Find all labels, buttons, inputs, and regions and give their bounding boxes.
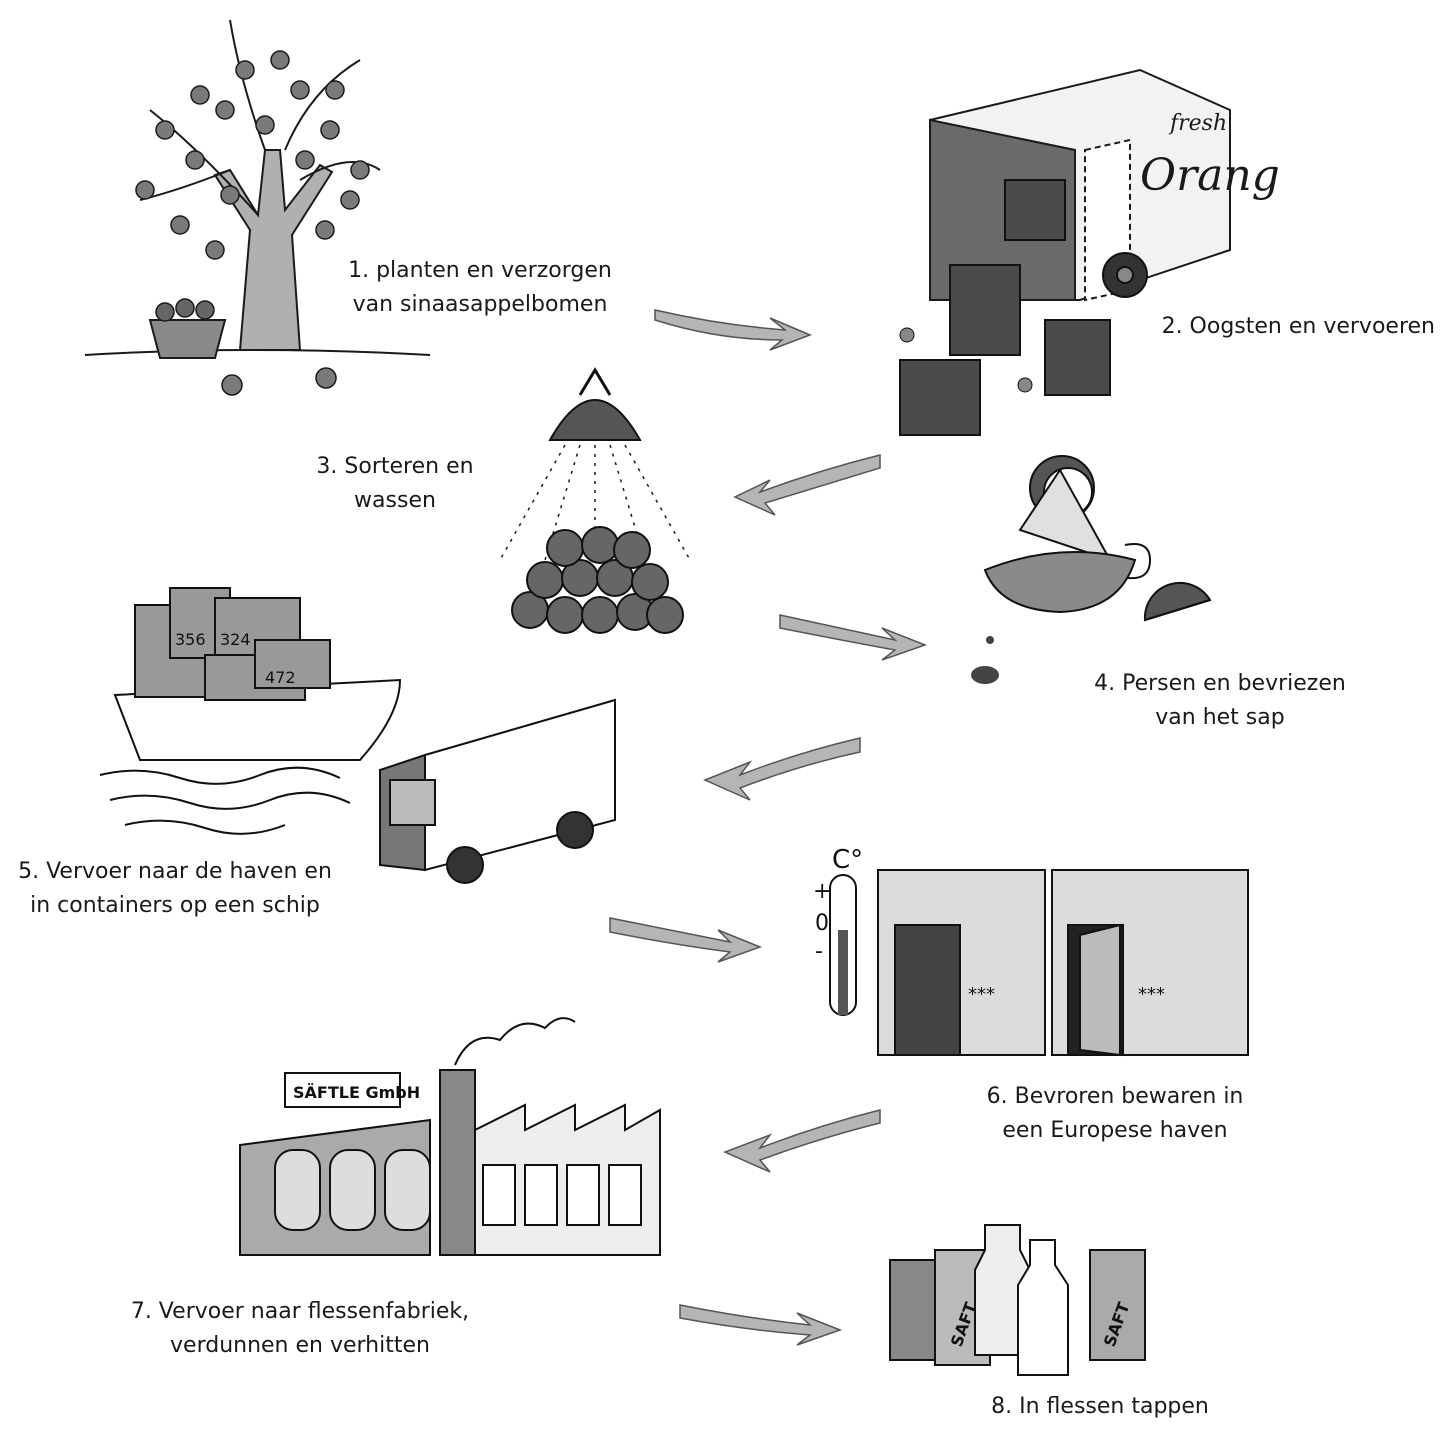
step-1-label: 1. planten en verzorgen van sinaasappelb… bbox=[315, 254, 645, 322]
step-6-label: 6. Bevroren bewaren in een Europese have… bbox=[955, 1080, 1275, 1148]
arrow-4-to-5 bbox=[703, 737, 861, 801]
thermometer-mark-plus: + bbox=[813, 879, 831, 904]
step-1-line-1: 1. planten en verzorgen bbox=[348, 258, 612, 283]
container-number-1: 356 bbox=[175, 630, 206, 649]
step-7-line-1: 7. Vervoer naar flessenfabriek, bbox=[130, 1299, 470, 1324]
step-4-label: 4. Persen en bevriezen van het sap bbox=[1065, 667, 1375, 735]
arrow-3-to-4 bbox=[779, 614, 928, 661]
basket-icon bbox=[148, 298, 227, 359]
step-3-line-1: 3. Sorteren en bbox=[316, 454, 474, 479]
container-number-3: 472 bbox=[265, 668, 296, 687]
step-8-line-1: 8. In flessen tappen bbox=[991, 1394, 1209, 1419]
arrow-1-to-2 bbox=[654, 309, 813, 351]
step-2-label: 2. Oogsten en vervoeren bbox=[1100, 310, 1435, 344]
step-6-line-1: 6. Bevroren bewaren in bbox=[986, 1084, 1244, 1109]
cold-storage-icon: C° + 0 - *** *** bbox=[813, 845, 1249, 1057]
step-5-label: 5. Vervoer naar de haven en in container… bbox=[0, 855, 350, 923]
step-8-label: 8. In flessen tappen bbox=[965, 1390, 1235, 1424]
step-7-label: 7. Vervoer naar flessenfabriek, verdunne… bbox=[100, 1295, 500, 1363]
thermometer-mark-minus: - bbox=[815, 939, 823, 964]
ship-and-truck-icon: 356 324 472 bbox=[99, 587, 616, 884]
harvest-truck-icon: fresh Orang bbox=[899, 68, 1280, 436]
door-mark-1: *** bbox=[968, 984, 995, 1005]
step-5-line-1: 5. Vervoer naar de haven en bbox=[18, 859, 332, 884]
step-6-line-2: een Europese haven bbox=[1002, 1118, 1228, 1143]
step-4-line-1: 4. Persen en bevriezen bbox=[1094, 671, 1346, 696]
factory-sign: SÄFTLE GmbH bbox=[293, 1083, 420, 1102]
door-mark-2: *** bbox=[1138, 984, 1165, 1005]
arrow-7-to-8 bbox=[679, 1304, 843, 1346]
step-3-line-2: wassen bbox=[354, 488, 436, 513]
orange-tree-icon bbox=[84, 19, 431, 396]
washing-icon bbox=[499, 367, 691, 634]
truck-text-main: Orang bbox=[1140, 150, 1280, 201]
step-4-line-2: van het sap bbox=[1155, 705, 1285, 730]
arrow-5-to-6 bbox=[609, 917, 763, 963]
step-3-label: 3. Sorteren en wassen bbox=[290, 450, 500, 518]
arrow-2-to-3 bbox=[733, 454, 881, 516]
bottles-icon: SAFT SAFT bbox=[889, 1224, 1146, 1376]
step-7-line-2: verdunnen en verhitten bbox=[170, 1333, 430, 1358]
factory-icon: SÄFTLE GmbH bbox=[239, 1017, 661, 1256]
flow-arrows bbox=[609, 309, 928, 1346]
thermometer-mark-zero: 0 bbox=[815, 911, 829, 936]
arrow-6-to-7 bbox=[723, 1109, 881, 1173]
juice-press-icon bbox=[971, 455, 1212, 684]
step-5-line-2: in containers op een schip bbox=[30, 893, 320, 918]
container-number-2: 324 bbox=[220, 630, 251, 649]
step-2-line-1: 2. Oogsten en vervoeren bbox=[1161, 314, 1435, 339]
thermometer-unit: C° bbox=[832, 845, 863, 875]
step-1-line-2: van sinaasappelbomen bbox=[352, 292, 608, 317]
truck-text-top: fresh bbox=[1168, 111, 1227, 136]
